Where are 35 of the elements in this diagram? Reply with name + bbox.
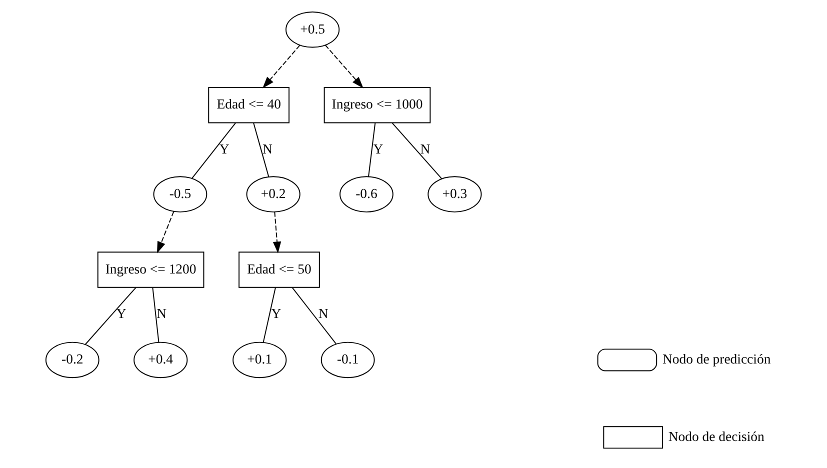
edge-label: N <box>156 306 166 322</box>
connector <box>368 122 376 178</box>
node-ellipse: -0.5 <box>152 176 207 212</box>
node-ellipse: +0.2 <box>246 176 300 212</box>
connector <box>391 122 442 180</box>
node-box: Ingreso <= 1200 <box>96 252 204 288</box>
node-ellipse: +0.3 <box>427 176 482 212</box>
edge-label: N <box>318 306 328 322</box>
arrow <box>156 211 174 254</box>
node-box: Ingreso <= 1000 <box>323 86 430 124</box>
connector <box>152 287 159 343</box>
arrow <box>272 211 281 254</box>
connector <box>252 122 269 178</box>
edge-label: Y <box>116 306 126 322</box>
edge-label: N <box>420 141 430 156</box>
arrow <box>262 44 300 88</box>
connector <box>262 287 276 343</box>
node-ellipse: -0.2 <box>44 342 99 378</box>
node-ellipse: +0.1 <box>232 342 286 378</box>
node-box: Edad <= 50 <box>238 252 320 288</box>
node-ellipse: -0.1 <box>320 342 374 378</box>
connector <box>84 287 136 345</box>
node-ellipse: -0.6 <box>339 176 393 212</box>
edge-label: Y <box>372 141 383 156</box>
node-box: Edad <= 40 <box>208 86 289 124</box>
legend-label: Nodo de decisión <box>668 429 764 444</box>
legend-label: Nodo de predicción <box>662 352 770 367</box>
node-ellipse: +0.5 <box>285 11 340 48</box>
edge-label: N <box>262 141 272 156</box>
edge-label: Y <box>218 141 229 156</box>
arrow <box>324 44 363 88</box>
connector <box>291 287 336 345</box>
edge-label: Y <box>270 306 281 322</box>
connector <box>191 122 236 179</box>
node-ellipse: +0.4 <box>133 342 188 378</box>
